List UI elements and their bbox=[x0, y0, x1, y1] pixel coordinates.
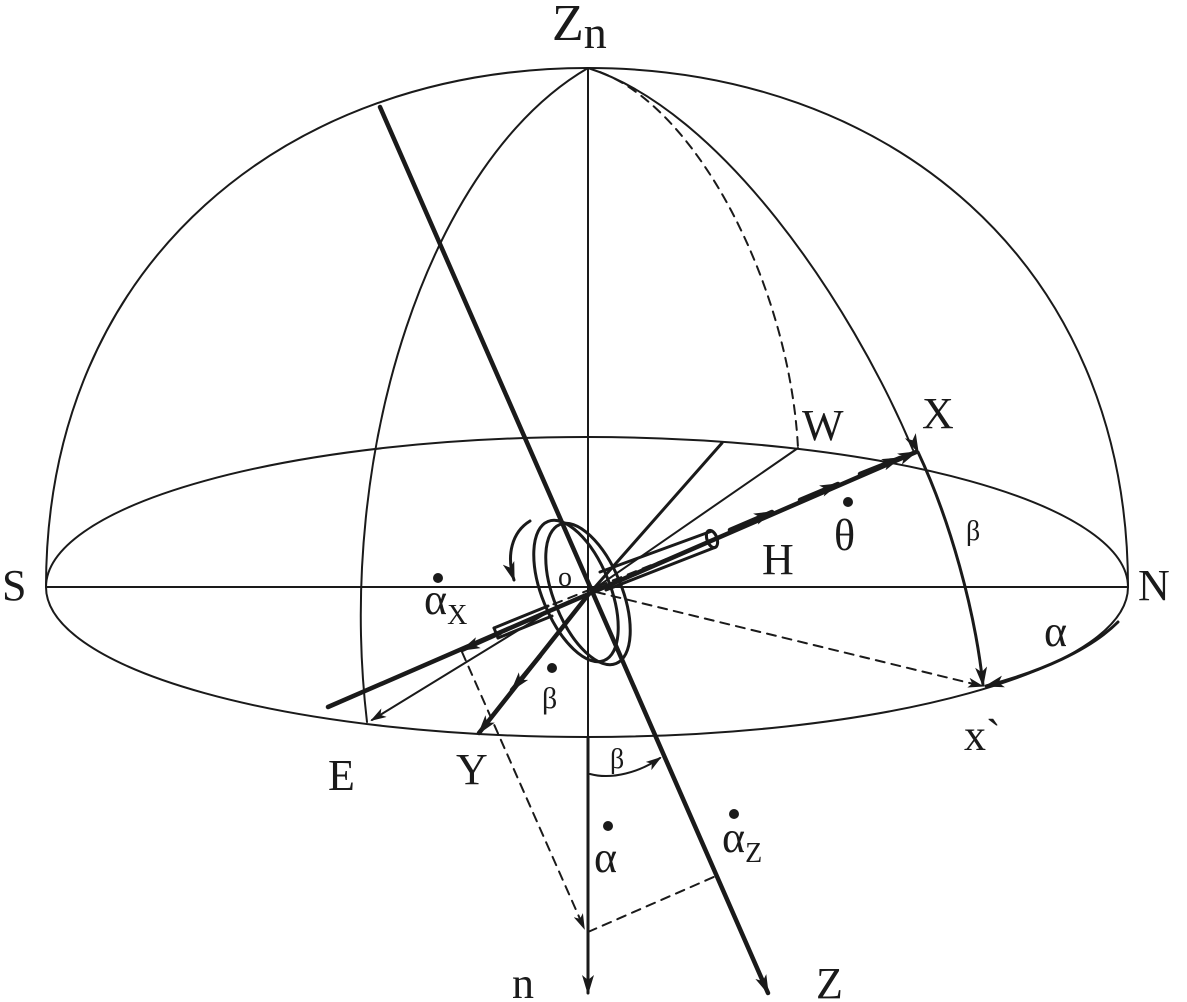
rotor-disk-back bbox=[532, 518, 620, 664]
h-arrow-marker-2 bbox=[797, 481, 841, 503]
y-arrow-marker bbox=[509, 653, 543, 693]
label-h-vector: H bbox=[762, 535, 794, 584]
label-zenith-sub: n bbox=[584, 7, 607, 58]
label-alpha-x-main: α bbox=[424, 575, 447, 624]
label-west: W bbox=[802, 401, 844, 450]
rotor-shaft-upper bbox=[598, 529, 714, 574]
label-beta-bottom: β bbox=[610, 744, 624, 775]
label-origin: o bbox=[558, 562, 572, 593]
spin-axis-z bbox=[377, 104, 771, 996]
rotor-shaft-left-cap bbox=[492, 626, 500, 640]
h-arrow-marker-3 bbox=[857, 455, 903, 477]
h-arrow-marker-1 bbox=[727, 509, 775, 533]
beta-dot-mark bbox=[547, 663, 557, 673]
rotor-shaft-left-upper bbox=[492, 604, 550, 630]
alpha-x-dot bbox=[433, 573, 443, 583]
x-meridian-arc bbox=[587, 67, 914, 451]
theta-dot-mark bbox=[843, 497, 853, 507]
label-alpha-angle: α bbox=[1044, 607, 1067, 656]
alpha-z-dot bbox=[729, 809, 739, 819]
label-alpha-z: αZ bbox=[722, 813, 762, 869]
dashed-line-o-to-xprime bbox=[595, 591, 984, 688]
label-x-axis: X bbox=[922, 389, 954, 438]
label-alpha-x: αX bbox=[424, 575, 467, 631]
label-zenith-main: Z bbox=[552, 0, 584, 52]
label-south: S bbox=[2, 561, 26, 610]
label-alpha-z-sub: Z bbox=[745, 838, 762, 869]
west-dashed-arc bbox=[599, 71, 799, 449]
label-x-prime: x` bbox=[964, 711, 1001, 760]
rotor-shaft-end-cap bbox=[704, 528, 720, 550]
rotor-disk-front bbox=[544, 521, 632, 667]
label-beta-dot: β bbox=[542, 682, 557, 715]
rotation-arrow bbox=[502, 519, 532, 582]
lower-x-arrow-marker bbox=[459, 630, 503, 653]
line-o-to-w bbox=[593, 447, 799, 590]
label-nadir-n: n bbox=[512, 959, 534, 1002]
beta-arc-x-to-xprime bbox=[904, 433, 988, 687]
alpha-arc-horizon bbox=[984, 620, 1120, 688]
line-o-to-e bbox=[370, 611, 549, 722]
label-zenith: Zn bbox=[552, 0, 607, 58]
label-y-axis: Y bbox=[456, 745, 488, 794]
rotor-shaft-lower bbox=[604, 545, 718, 592]
label-north: N bbox=[1138, 561, 1170, 610]
label-alpha-x-sub: X bbox=[447, 600, 467, 631]
label-theta-dot: θ bbox=[834, 511, 855, 560]
alpha-dot-mark bbox=[603, 821, 613, 831]
label-alpha-dot: α bbox=[594, 833, 617, 882]
east-meridian-arc bbox=[359, 67, 589, 723]
label-z-axis: Z bbox=[816, 959, 843, 1002]
label-east: E bbox=[328, 751, 355, 800]
dashed-line-to-n bbox=[461, 651, 585, 930]
dashed-line-n-to-z bbox=[587, 875, 717, 933]
beta-arc-bottom bbox=[589, 756, 662, 778]
label-alpha-z-main: α bbox=[722, 813, 745, 862]
label-beta-right: β bbox=[966, 516, 980, 547]
